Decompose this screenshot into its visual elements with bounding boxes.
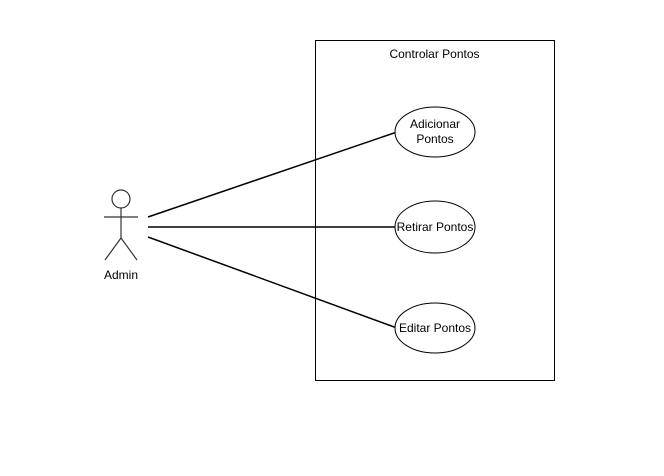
system-title: Controlar Pontos (389, 47, 480, 61)
actor-figure[interactable] (104, 189, 138, 261)
use-case-label-adicionar: Adicionar Pontos (409, 117, 461, 146)
use-case-label-editar: Editar Pontos (398, 321, 472, 335)
use-case-editar-pontos[interactable] (394, 302, 476, 354)
use-case-retirar-pontos[interactable] (394, 200, 476, 254)
actor-head (111, 189, 131, 209)
use-case-label-retirar: Retirar Pontos (396, 220, 474, 234)
association-editar (147, 236, 398, 329)
system-boundary (315, 40, 555, 381)
actor-label: Admin (103, 268, 138, 282)
actor-right-leg (120, 237, 138, 261)
use-case-adicionar-pontos[interactable] (394, 106, 476, 158)
association-adicionar (147, 131, 398, 218)
actor-left-leg (104, 237, 122, 261)
